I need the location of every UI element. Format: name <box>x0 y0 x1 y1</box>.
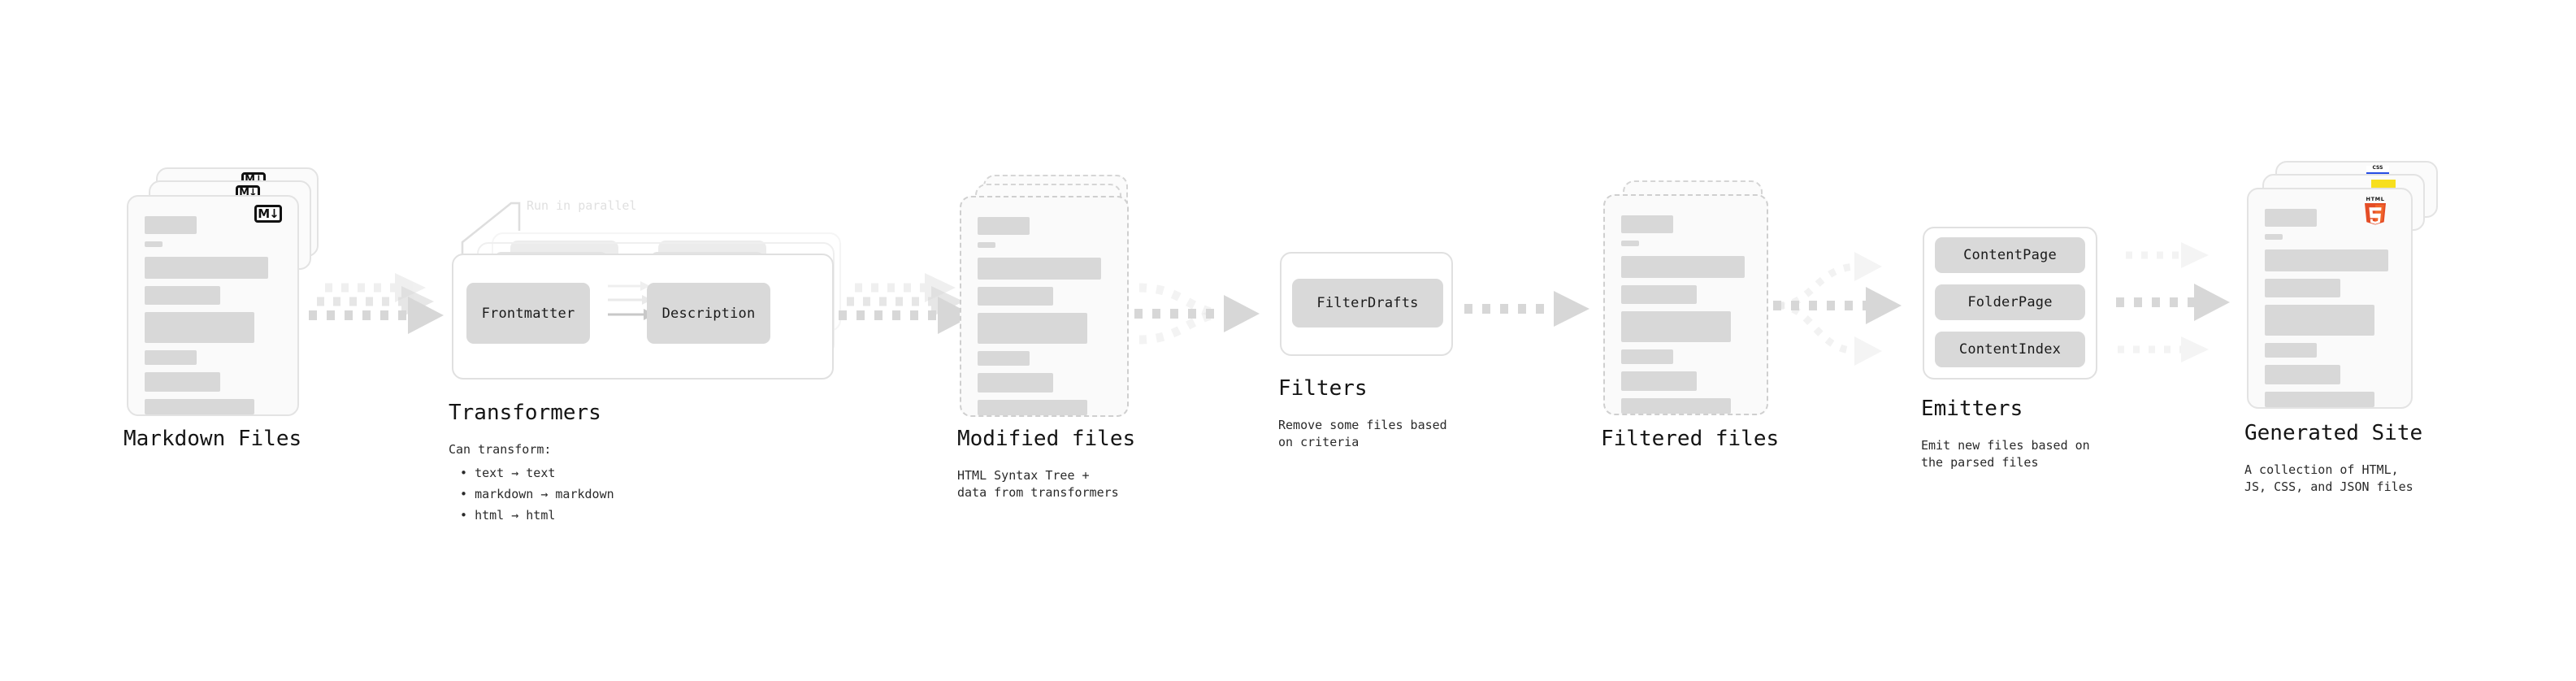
emitters-desc-2: the parsed files <box>1921 455 2039 470</box>
placeholder-line <box>1621 371 1697 391</box>
chip-contentindex[interactable]: ContentIndex <box>1935 332 2085 367</box>
html5-icon: HTML <box>2363 195 2387 225</box>
placeholder-line <box>1621 398 1731 414</box>
placeholder-line <box>145 350 197 365</box>
svg-text:HTML: HTML <box>2366 196 2385 202</box>
placeholder-line <box>1621 256 1745 278</box>
modified-card-placeholder-lines <box>978 217 1111 423</box>
placeholder-line <box>1621 285 1697 304</box>
modified-files-desc-2: data from transformers <box>957 485 1119 500</box>
placeholder-line <box>978 351 1030 366</box>
generated-site-desc-2: JS, CSS, and JSON files <box>2244 479 2413 494</box>
arrow-filtered-to-emitters <box>1770 244 1932 374</box>
placeholder-line <box>145 399 254 414</box>
filters-title: Filters <box>1278 376 1368 401</box>
modified-file-card[interactable] <box>960 196 1129 417</box>
transformers-bullet-3: • html → html <box>460 507 555 523</box>
generated-site-title: Generated Site <box>2244 421 2423 445</box>
transformers-bullet-1: • text → text <box>460 465 555 481</box>
placeholder-line <box>978 400 1087 415</box>
emitters-title: Emitters <box>1921 397 2023 421</box>
placeholder-line <box>2265 279 2340 297</box>
placeholder-line <box>978 287 1053 306</box>
placeholder-line <box>2265 343 2317 358</box>
modified-files-title: Modified files <box>957 427 1136 451</box>
chip-description[interactable]: Description <box>647 283 770 344</box>
bullet-glyph: • <box>460 487 468 501</box>
bullet-glyph: • <box>460 508 468 523</box>
markdown-badge: M↓ <box>254 205 282 223</box>
generated-site-desc-1: A collection of HTML, <box>2244 462 2399 477</box>
placeholder-line <box>1621 311 1731 342</box>
placeholder-line <box>145 216 197 234</box>
placeholder-line <box>145 286 220 305</box>
arrow-transformers-to-modified <box>837 268 983 358</box>
placeholder-line <box>978 258 1101 280</box>
chip-frontmatter[interactable]: Frontmatter <box>466 283 590 344</box>
arrow-emitters-to-site <box>2113 236 2259 382</box>
placeholder-line <box>1621 241 1639 246</box>
transformers-bullet-2-text: markdown → markdown <box>475 487 614 501</box>
run-in-parallel-label: Run in parallel <box>527 198 637 213</box>
transformers-description: Can transform: <box>449 442 552 457</box>
transformers-bullet-2: • markdown → markdown <box>460 486 614 502</box>
markdown-file-card[interactable] <box>127 195 299 416</box>
placeholder-line <box>2265 209 2317 227</box>
filtered-card-placeholder-lines <box>1621 215 1750 421</box>
run-in-parallel-bracket <box>461 195 575 260</box>
placeholder-line <box>2265 234 2283 240</box>
placeholder-line <box>2265 392 2374 407</box>
arrow-markdown-to-transformers <box>307 268 453 358</box>
placeholder-line <box>145 241 163 247</box>
placeholder-line <box>2265 249 2388 271</box>
transformer-inner-arrows <box>608 276 673 349</box>
bullet-glyph: • <box>460 466 468 480</box>
transformers-bullet-1-text: text → text <box>475 466 556 480</box>
placeholder-line <box>2265 305 2374 336</box>
css-badge-label: CSS <box>2372 165 2383 171</box>
arrow-modified-to-filters <box>1130 258 1292 372</box>
generated-card-placeholder-lines <box>2265 209 2395 414</box>
placeholder-line <box>2265 365 2340 384</box>
modified-files-desc-1: HTML Syntax Tree + <box>957 468 1090 483</box>
filtered-files-title: Filtered files <box>1601 427 1780 451</box>
emitters-desc-1: Emit new files based on <box>1921 438 2090 453</box>
arrow-filters-to-filtered <box>1461 284 1599 333</box>
chip-contentpage[interactable]: ContentPage <box>1935 237 2085 273</box>
placeholder-line <box>978 217 1030 235</box>
placeholder-line <box>145 372 220 392</box>
placeholder-line <box>978 313 1087 344</box>
placeholder-line <box>1621 215 1673 233</box>
chip-filterdrafts[interactable]: FilterDrafts <box>1292 279 1443 327</box>
markdown-files-title: Markdown Files <box>124 427 302 451</box>
placeholder-line <box>145 312 254 343</box>
placeholder-line <box>145 257 268 279</box>
markdown-card-placeholder-lines <box>145 216 281 422</box>
filters-desc-2: on criteria <box>1278 435 1360 449</box>
transformers-title: Transformers <box>449 401 601 425</box>
placeholder-line <box>978 373 1053 393</box>
placeholder-line <box>978 242 995 248</box>
transformers-bullet-3-text: html → html <box>475 508 556 523</box>
generated-site-card[interactable] <box>2247 188 2413 409</box>
chip-folderpage[interactable]: FolderPage <box>1935 284 2085 320</box>
placeholder-line <box>1621 349 1673 364</box>
filtered-file-card[interactable] <box>1603 194 1768 415</box>
filters-desc-1: Remove some files based <box>1278 418 1447 432</box>
